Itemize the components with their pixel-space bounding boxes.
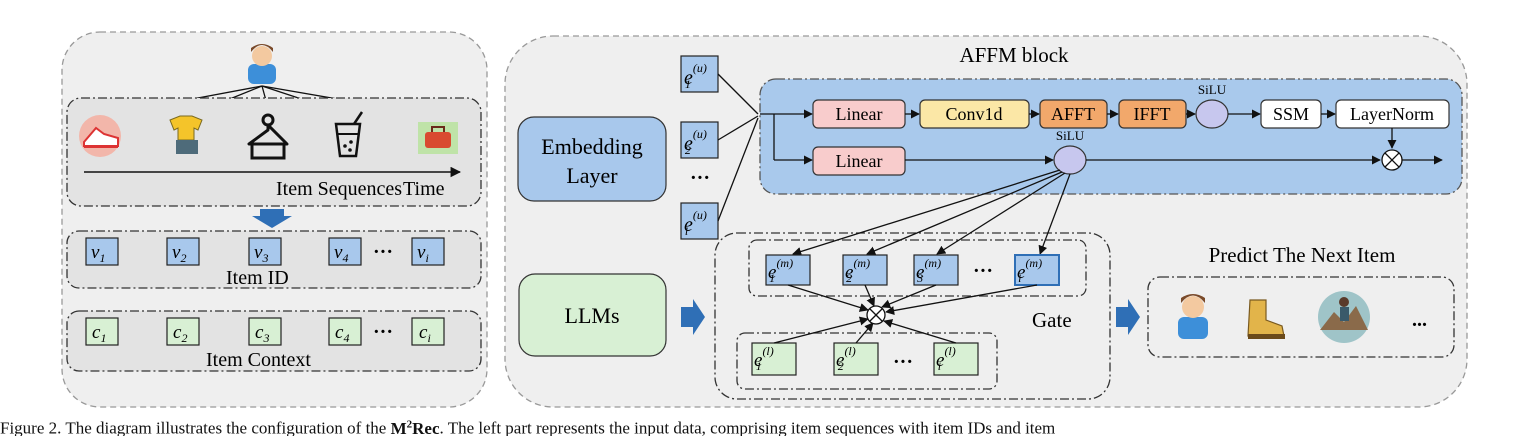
l-embedding-1: e(l)1 bbox=[754, 344, 774, 373]
item-id-4: v4 bbox=[334, 242, 348, 265]
clothes-icon bbox=[169, 115, 203, 154]
l-embedding-2: e(l)2 bbox=[836, 344, 856, 373]
user-embedding-stack: e(u)1 e(u)2 e(u)i ··· bbox=[680, 55, 719, 240]
m-embedding-3: e(m)3 bbox=[916, 256, 941, 285]
embedding-layer-label-line2: Layer bbox=[566, 163, 618, 188]
m-embedding-ellipsis: ··· bbox=[973, 260, 993, 282]
item-context-i: ci bbox=[419, 322, 431, 345]
afft-label: AFFT bbox=[1051, 104, 1095, 124]
item-context-ellipsis: ··· bbox=[373, 321, 393, 343]
predict-title: Predict The Next Item bbox=[1209, 243, 1396, 267]
right-arrow-icon bbox=[681, 299, 705, 335]
hiker-image-icon bbox=[1318, 291, 1370, 343]
figure-caption: Figure 2. The diagram illustrates the co… bbox=[0, 413, 1518, 436]
l-embedding-row: e(l)1 e(l)2 e(l)i ··· bbox=[751, 342, 979, 376]
item-context-row: c1 c2 c3 c4 ci ··· bbox=[85, 317, 445, 346]
silu-lower-label: SiLU bbox=[1056, 128, 1085, 143]
item-id-row: v1 v2 v3 v4 vi ··· bbox=[85, 237, 445, 266]
item-context-4: c4 bbox=[335, 322, 349, 345]
bag-icon bbox=[418, 122, 458, 154]
caption-prefix: Figure 2. The diagram illustrates the co… bbox=[0, 418, 391, 436]
layernorm-label: LayerNorm bbox=[1350, 104, 1434, 124]
conv1d-label: Conv1d bbox=[945, 104, 1002, 124]
silu-upper-node bbox=[1195, 99, 1229, 129]
m2rec-diagram: Item Sequences Time v1 v2 v3 v4 vi ··· I… bbox=[61, 31, 1468, 408]
item-sequences-label: Item Sequences bbox=[276, 178, 402, 200]
linear-lower-label: Linear bbox=[836, 151, 883, 171]
affm-block-title: AFFM block bbox=[959, 43, 1069, 67]
l-embedding-i: e(l)i bbox=[936, 344, 956, 373]
m-embedding-2: e(m)2 bbox=[845, 256, 870, 285]
silu-upper-label: SiLU bbox=[1198, 82, 1227, 97]
item-id-1: v1 bbox=[91, 242, 105, 265]
m-embedding-i: e(m)i bbox=[1017, 256, 1042, 285]
item-id-label: Item ID bbox=[226, 267, 289, 289]
hanger-icon bbox=[247, 113, 289, 160]
m-embedding-1: e(m)1 bbox=[768, 256, 793, 285]
user-icon-predict bbox=[1178, 294, 1208, 339]
left-panel: Item Sequences Time v1 v2 v3 v4 vi ··· I… bbox=[61, 31, 488, 408]
caption-model-sup: 2 bbox=[406, 418, 413, 430]
gate-multiply-node bbox=[866, 305, 886, 325]
user-embedding-i: e(u)i bbox=[684, 208, 707, 238]
l-embedding-ellipsis: ··· bbox=[893, 351, 913, 373]
multiply-node bbox=[1381, 149, 1403, 171]
right-arrow-icon-2 bbox=[1116, 299, 1140, 335]
predict-ellipsis: ... bbox=[1412, 309, 1427, 331]
item-context-1: c1 bbox=[92, 322, 106, 345]
shoe-icon bbox=[79, 115, 121, 157]
time-label: Time bbox=[403, 178, 445, 200]
user-icon bbox=[248, 44, 276, 84]
right-panel: AFFM block Embedding Layer LLMs e(u)1 e(… bbox=[504, 35, 1468, 408]
llms-label: LLMs bbox=[565, 303, 620, 328]
ssm-label: SSM bbox=[1273, 104, 1309, 124]
linear-upper-label: Linear bbox=[836, 104, 883, 124]
down-arrow-icon bbox=[252, 209, 292, 228]
caption-model: M bbox=[390, 418, 407, 436]
item-context-3: c3 bbox=[255, 322, 269, 345]
ifft-label: IFFT bbox=[1133, 104, 1170, 124]
caption-model-suffix: Rec bbox=[412, 418, 440, 436]
item-id-ellipsis: ··· bbox=[373, 241, 393, 263]
m-embedding-row: e(m)1 e(m)2 e(m)3 e(m)i ··· bbox=[765, 254, 1060, 286]
item-id-i: vi bbox=[417, 242, 429, 265]
user-embedding-ellipsis: ··· bbox=[690, 167, 710, 189]
embedding-layer-label-line1: Embedding bbox=[541, 134, 642, 159]
caption-rest: . The left part represents the input dat… bbox=[439, 418, 1056, 436]
gate-label: Gate bbox=[1032, 308, 1072, 332]
item-id-3: v3 bbox=[254, 242, 268, 265]
boot-icon bbox=[1247, 299, 1285, 339]
user-embedding-2: e(u)2 bbox=[684, 127, 707, 157]
drink-icon bbox=[334, 111, 364, 158]
user-embedding-1: e(u)1 bbox=[684, 61, 707, 91]
item-id-2: v2 bbox=[172, 242, 186, 265]
item-context-label: Item Context bbox=[206, 349, 311, 371]
item-context-2: c2 bbox=[173, 322, 187, 345]
